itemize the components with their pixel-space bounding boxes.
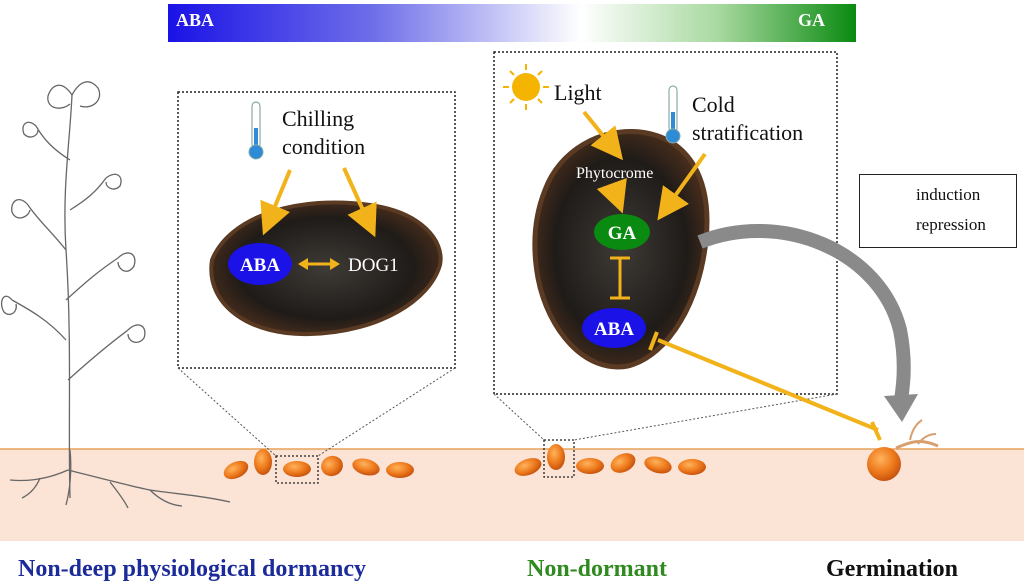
zoom-line-left-b — [317, 367, 456, 457]
sun-icon — [503, 64, 549, 110]
seed-group-dormant — [223, 449, 414, 480]
plant-illustration — [0, 81, 231, 509]
zoom-line-right-a — [493, 393, 545, 441]
zoom-box-dormant — [275, 455, 319, 484]
zoom-line-left-a — [177, 367, 277, 457]
arrow-phytochrome-to-ga — [596, 177, 627, 214]
double-arrow-aba-dog1 — [298, 258, 340, 270]
node-dog1-label: DOG1 — [348, 255, 399, 276]
zoom-line-right-b — [573, 393, 838, 441]
arrow-ga-to-germination — [697, 223, 911, 407]
arrow-chilling-to-aba — [260, 169, 292, 236]
soil-band — [0, 449, 1024, 541]
seed-group-nondormant — [514, 444, 706, 476]
repression-germination-aba-line — [657, 338, 879, 432]
stage-label-germination: Germination — [826, 556, 958, 582]
thermometer-icon — [665, 85, 681, 144]
legend-repression-label: repression — [916, 215, 986, 234]
stage-label-nondormant: Non-dormant — [527, 556, 668, 582]
node-aba-right-label: ABA — [594, 319, 634, 340]
phytochrome-label: Phytocrome — [576, 165, 653, 182]
repression-germination-aba-bar — [648, 331, 659, 351]
thermometer-icon — [248, 101, 264, 160]
legend-induction-label: induction — [916, 185, 981, 204]
arrow-light-to-phytochrome — [582, 110, 624, 161]
node-ga — [594, 214, 650, 250]
arrow-head-grey — [884, 394, 918, 422]
chilling-label-line1: Chilling — [282, 106, 354, 131]
arrow-chilling-to-dog1 — [342, 167, 377, 238]
cold-label-line2: stratification — [692, 120, 803, 145]
arrow-cold-to-ga — [657, 152, 707, 221]
repression-germination-aba-end — [870, 421, 882, 441]
gradient-ga-label: GA — [798, 10, 825, 30]
seed-coat-left — [209, 200, 443, 337]
node-aba-right — [582, 308, 646, 348]
zoom-box-nondormant — [543, 439, 575, 478]
gradient-aba-label: ABA — [176, 10, 215, 30]
node-aba-left — [228, 243, 292, 285]
germinating-seed — [867, 419, 939, 481]
legend-box: induction repression — [859, 174, 1017, 248]
cold-label-line1: Cold — [692, 92, 735, 117]
light-label: Light — [554, 80, 602, 105]
chilling-label-line2: condition — [282, 134, 365, 159]
stage-label-dormancy: Non-deep physiological dormancy — [18, 556, 367, 582]
node-aba-left-label: ABA — [240, 255, 280, 276]
node-ga-label: GA — [608, 223, 637, 244]
repression-ga-aba — [610, 256, 630, 300]
aba-ga-gradient-bar — [168, 4, 856, 42]
